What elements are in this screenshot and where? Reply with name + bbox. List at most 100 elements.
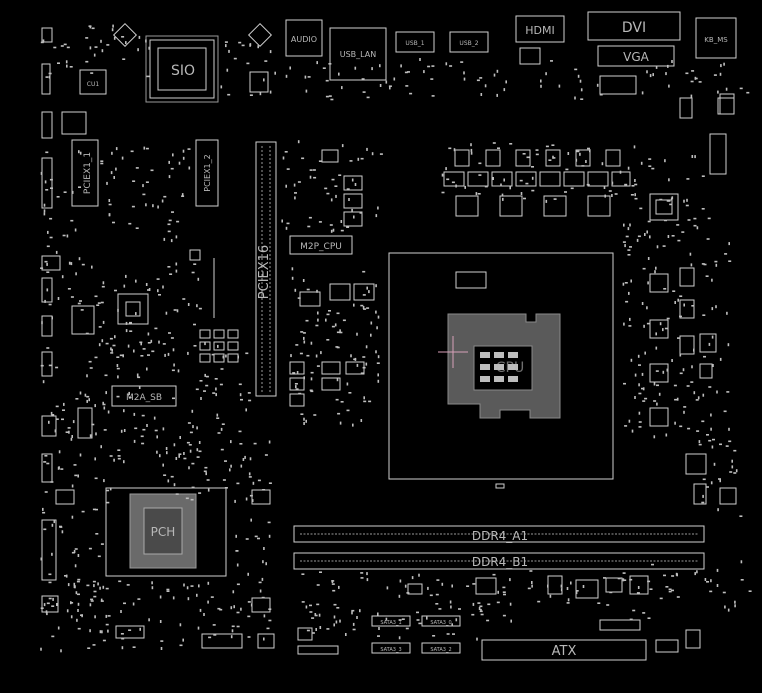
sata-3-1-port[interactable]: SATA3_1 [371,615,411,627]
smd-pad [116,367,120,370]
smd-pad [86,374,88,378]
smd-pad [475,192,478,196]
smd-pad [339,619,341,623]
smd-pad [579,79,582,83]
smd-pad [703,263,707,266]
ddr4-a1-slot[interactable]: DDR4_A1 [293,525,705,543]
atx-power-connector[interactable]: ATX [481,639,647,661]
smd-pad [674,421,676,425]
dvi-connector[interactable]: DVI [587,11,681,41]
smd-pad [71,190,74,194]
pch-chip[interactable]: PCH [105,487,227,577]
smd-pad [430,78,434,80]
smd-pad [690,94,693,98]
sio-chip[interactable]: SIO [145,35,219,103]
smd-pad [85,60,89,63]
pciex1-mid-slot[interactable]: PCIEX1_2 [195,139,219,207]
smd-pad [134,427,138,430]
diamond-chip-1[interactable] [112,22,138,48]
smd-pad [40,41,44,44]
smd-pad [646,322,650,325]
smd-pad [317,311,319,315]
smd-pad [302,279,305,282]
cu1-chip[interactable]: CU1 [79,69,107,95]
sata-3-3-port[interactable]: SATA3_3 [371,642,411,654]
kb-ms-connector[interactable]: KB_MS [695,17,737,59]
smd-pad [438,608,442,610]
smd-pad [545,199,548,203]
pciex1-left-slot[interactable]: PCIEX1_1 [71,139,99,207]
smd-pad [622,572,626,574]
smd-pad [679,315,682,318]
smd-pad [40,364,44,367]
smd-pad [54,429,57,433]
smd-pad [250,603,253,607]
smd-pad [502,591,506,593]
smd-pad [564,191,567,193]
usb-1-connector[interactable]: USB_1 [395,31,435,53]
hdmi-connector[interactable]: HDMI [515,15,565,43]
smd-pad [309,611,313,613]
smd-pad [624,244,626,248]
smd-pad [88,547,92,550]
usb-2-connector[interactable]: USB_2 [449,31,489,53]
smd-pad [305,605,308,609]
smd-pad [46,288,49,292]
smd-pad [348,392,352,394]
smd-pad [193,345,197,347]
smd-pad [497,590,499,594]
smd-pad [448,147,452,150]
smd-pad [719,479,721,483]
sata-3-0-port[interactable]: SATA3_0 [421,615,461,627]
smd-pad [724,605,726,609]
m2p-cpu-slot[interactable]: M2P_CPU [289,235,353,255]
smd-pad [154,429,158,432]
smd-pad [316,603,320,606]
smd-pad [637,235,641,238]
smd-pad [690,263,693,267]
smd-pad [198,450,202,453]
smd-pad [43,528,47,531]
smd-pad [677,337,680,339]
ddr4-b1-slot[interactable]: DDR4_B1 [293,552,705,570]
diamond-chip-2[interactable] [247,22,273,48]
smd-pad [53,46,57,49]
smd-pad [48,573,52,576]
smd-pad [159,620,162,623]
smd-pad [668,178,670,182]
smd-pad [740,579,744,581]
smd-pad [285,226,288,230]
smd-pad [335,398,339,401]
smd-pad [51,605,55,607]
smd-pad [351,208,353,212]
audio-connector[interactable]: AUDIO [285,19,323,57]
smd-pad [298,392,302,395]
smd-pad [734,604,736,608]
smd-pad [140,355,144,357]
smd-pad [170,239,173,243]
smd-pad [531,189,535,192]
smd-pad [73,585,76,589]
cpu-socket[interactable]: CPU [388,252,614,489]
smd-pad [257,479,261,482]
vga-connector[interactable]: VGA [597,45,675,67]
sata-3-2-port[interactable]: SATA3_2 [421,642,461,654]
pciex16-slot[interactable]: PCIEX16 [255,141,277,397]
smd-pad [176,309,179,313]
smd-pad [57,626,60,630]
smd-pad [138,35,141,39]
m2a-sb-slot[interactable]: M2A_SB [111,385,177,407]
smd-pad [141,442,145,445]
smd-pad [611,194,613,197]
smd-pad [45,151,49,154]
usb-lan-connector[interactable]: USB_LAN [329,27,387,81]
smd-pad [301,157,305,160]
smd-pad [102,403,106,406]
smd-pad [510,619,512,623]
vga-label: VGA [623,50,650,64]
smd-pad [115,167,117,171]
smd-pad [723,62,725,66]
smd-pad [682,368,685,372]
smd-pad [132,646,136,648]
